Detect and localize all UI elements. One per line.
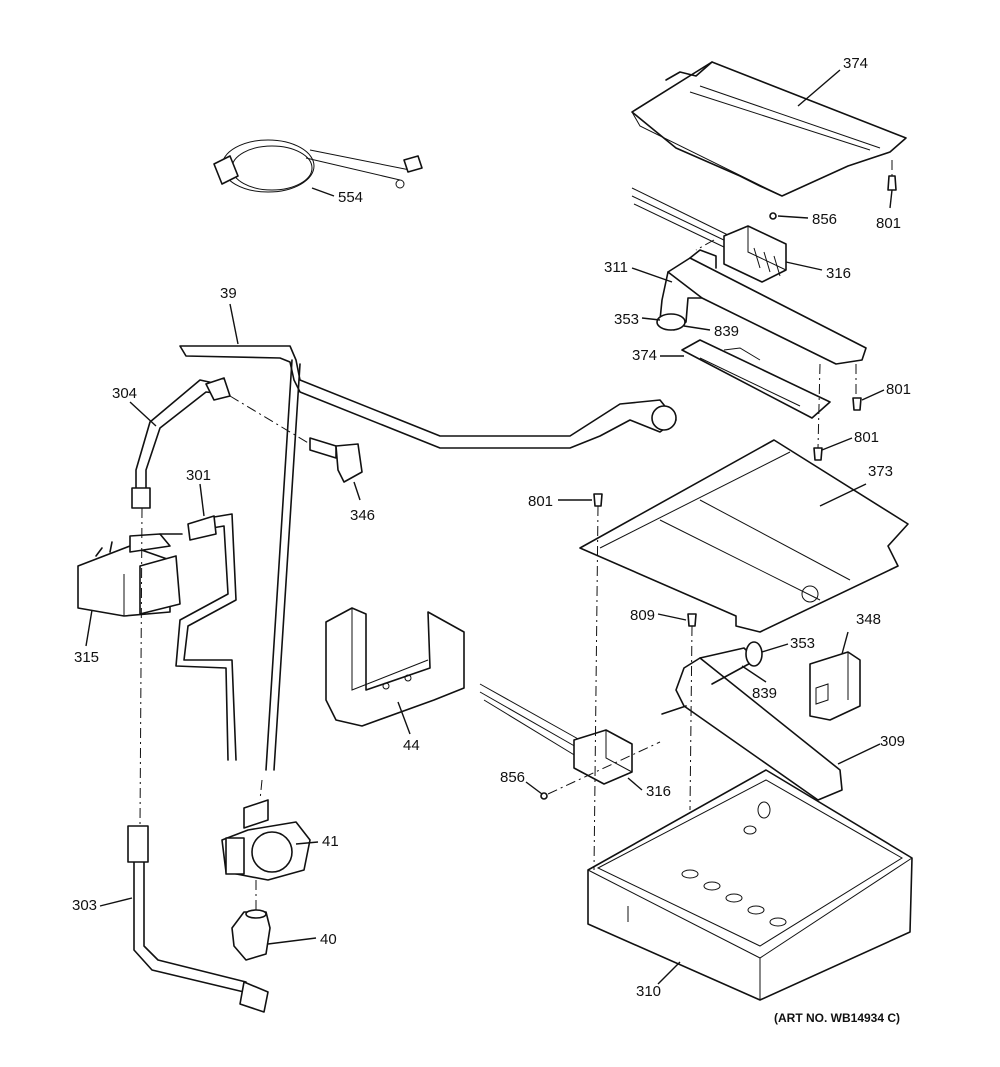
screw-856-b xyxy=(540,792,548,800)
label-311: 311 xyxy=(604,259,628,276)
part-311-burner-upper xyxy=(656,249,867,365)
label-801-mid-a: 801 xyxy=(886,381,911,398)
igniter-wires-top xyxy=(631,187,731,249)
label-316-bottom: 316 xyxy=(646,783,671,800)
art-number: (ART NO. WB14934 C) xyxy=(774,1011,900,1025)
label-309: 309 xyxy=(880,733,905,750)
label-801-top: 801 xyxy=(876,215,901,232)
label-839-bottom: 839 xyxy=(752,685,777,702)
igniter-wires-bottom xyxy=(479,683,581,757)
label-801-mid-b: 801 xyxy=(854,429,879,446)
label-353-bottom: 353 xyxy=(790,635,815,652)
label-801-left: 801 xyxy=(528,493,553,510)
part-40-elbow xyxy=(231,909,271,961)
label-373: 373 xyxy=(868,463,893,480)
part-44-bracket xyxy=(325,607,465,727)
label-346: 346 xyxy=(350,507,375,524)
label-554: 554 xyxy=(338,189,363,206)
label-839-top: 839 xyxy=(714,323,739,340)
part-39-gas-tube xyxy=(179,345,677,771)
part-554-harness xyxy=(213,139,423,193)
part-303-tube xyxy=(127,825,269,1013)
callout-leaders xyxy=(85,69,893,985)
label-374-top: 374 xyxy=(843,55,868,72)
screw-801-d xyxy=(593,493,603,507)
label-316-top: 316 xyxy=(826,265,851,282)
part-310-burner-box xyxy=(587,769,913,1001)
part-373-cover xyxy=(579,439,909,633)
part-304-tube xyxy=(131,377,231,509)
screw-856-a xyxy=(769,212,777,220)
label-856-bottom: 856 xyxy=(500,769,525,786)
label-353-top: 353 xyxy=(614,311,639,328)
screw-801-c xyxy=(813,447,823,461)
screw-801-a xyxy=(887,175,897,191)
part-41-regulator xyxy=(221,799,311,881)
assembly-centerlines xyxy=(139,160,893,912)
part-374-top-plate xyxy=(631,61,907,197)
screw-801-b xyxy=(852,397,862,411)
label-374-shield: 374 xyxy=(632,347,657,364)
label-856-top: 856 xyxy=(812,211,837,228)
label-39: 39 xyxy=(220,285,237,302)
label-304: 304 xyxy=(112,385,137,402)
part-316-switch-top xyxy=(723,225,787,283)
label-809: 809 xyxy=(630,607,655,624)
label-41: 41 xyxy=(322,833,339,850)
screw-809 xyxy=(687,613,697,627)
part-348-cover xyxy=(809,651,861,721)
label-348: 348 xyxy=(856,611,881,628)
label-301: 301 xyxy=(186,467,211,484)
part-374-heat-shield xyxy=(681,339,831,419)
part-316-switch-bottom xyxy=(573,729,633,785)
part-301-tube xyxy=(175,513,237,761)
label-303: 303 xyxy=(72,897,97,914)
label-40: 40 xyxy=(320,931,337,948)
label-44: 44 xyxy=(403,737,420,754)
part-315-valve xyxy=(77,533,183,617)
label-315: 315 xyxy=(74,649,99,666)
part-346-orifice xyxy=(309,437,363,483)
part-309-burner xyxy=(661,641,843,801)
label-310: 310 xyxy=(636,983,661,1000)
